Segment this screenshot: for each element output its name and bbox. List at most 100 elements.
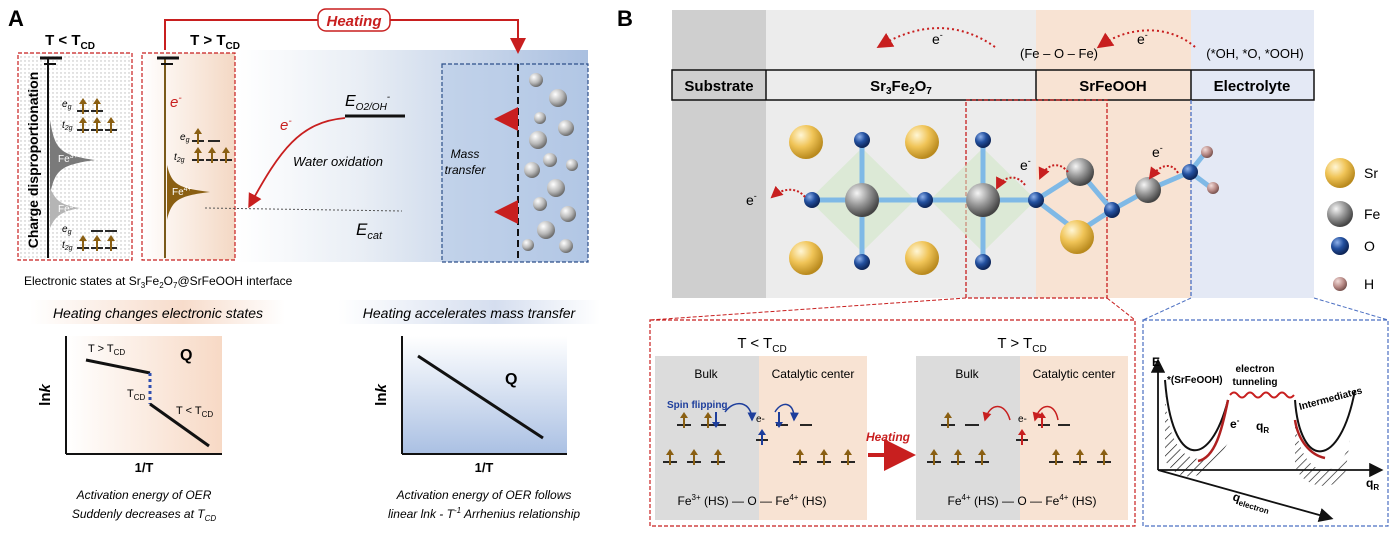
spin-up-head [714, 449, 722, 455]
tunneling-label-1: electron [1236, 364, 1275, 375]
fe3-dos [50, 120, 95, 195]
panel-b-letter: B [617, 6, 633, 31]
spin-up-head [704, 412, 712, 418]
svg-text:e-: e- [932, 30, 943, 47]
svg-text:T < TCD: T < TCD [176, 405, 213, 419]
plot2-ylabel: ln [373, 393, 390, 406]
tunneling-label-2: tunneling [1233, 377, 1278, 388]
mass-particle [534, 112, 546, 124]
spin-up-head [93, 117, 101, 123]
spin-up-head [954, 449, 962, 455]
water-oxidation-label: Water oxidation [293, 154, 383, 169]
sr3fe2o7-label: Sr3Fe2O7 [870, 78, 932, 97]
sr-atom [789, 125, 823, 159]
spin-up-head [107, 235, 115, 241]
svg-text:T < TCD: T < TCD [45, 32, 95, 52]
plot1-bg [66, 336, 222, 454]
svg-text:e-: e- [746, 191, 757, 208]
svg-text:t2g: t2g [62, 120, 73, 132]
mass-particle [533, 197, 547, 211]
h-atom [1207, 182, 1219, 194]
svg-text:e-: e- [1020, 156, 1031, 173]
electron-transfer-arrow [248, 117, 346, 209]
o-atom [1028, 192, 1044, 208]
spin-up-head [690, 449, 698, 455]
mass-particle [547, 179, 565, 197]
catalytic-label-1: Catalytic center [772, 367, 855, 381]
fe3-fe4-label: Fe3+ (HS) — O — Fe4+ (HS) [677, 493, 826, 508]
tunneling-box [1142, 319, 1389, 527]
spin-up-head [944, 412, 952, 418]
spin-up-head [1100, 449, 1108, 455]
axis-e-label: E [1152, 355, 1160, 369]
spin-up-head [1052, 449, 1060, 455]
plot2-caption-2: linear lnk - T [388, 507, 456, 521]
svg-text:Suddenly decreases at TCD: Suddenly decreases at TCD [72, 507, 217, 523]
mass-particle [549, 89, 567, 107]
fe5-dos [50, 188, 80, 228]
spin-up-head [79, 98, 87, 104]
spin-up-head [208, 147, 216, 153]
bulk-label-1: Bulk [694, 367, 718, 381]
legend-label-sr: Sr [1364, 165, 1378, 181]
spin-up-head [79, 235, 87, 241]
spin-up-head [1018, 429, 1026, 435]
svg-text:T < TCD: T < TCD [737, 335, 786, 355]
spin-up-head [844, 449, 852, 455]
o-atom [854, 132, 870, 148]
svg-text:Ecat: Ecat [356, 220, 383, 242]
mass-particle [522, 239, 534, 251]
orbitals-fe3: eg t2g eg t2g [62, 99, 73, 252]
mass-particle [566, 159, 578, 171]
o-atom [975, 254, 991, 270]
spin-up-head [93, 235, 101, 241]
spin-up-head [1076, 449, 1084, 455]
spin-flip-arrow-2 [774, 403, 799, 422]
fe4-fe4-label: Fe4+ (HS) — O — Fe4+ (HS) [947, 493, 1096, 508]
spin-up-head [79, 117, 87, 123]
charge-disproportionation-label: Charge disproportionation [25, 72, 41, 249]
orbital-levels-left [77, 98, 117, 251]
spin-flip-arrow-1 [724, 402, 757, 422]
spin-up-head [194, 128, 202, 134]
svg-text:TCD: TCD [127, 388, 146, 402]
svg-text:qR: qR [1256, 419, 1269, 435]
substrate-region [672, 10, 766, 298]
bulk-label-2: Bulk [955, 367, 979, 381]
fe-atom [1066, 158, 1094, 186]
electron-label-transfer: e- [1018, 414, 1027, 425]
o-atom [804, 192, 820, 208]
plot2-caption-1: Activation energy of OER follows [396, 488, 572, 502]
h-atom [1201, 146, 1213, 158]
mass-particle [537, 221, 555, 239]
fe4-box [141, 52, 236, 261]
spin-diagram: e-e- [663, 402, 1111, 465]
mass-particle [524, 162, 540, 178]
o-atom [854, 254, 870, 270]
transfer-arrow-1 [982, 405, 1011, 422]
electrolyte-label: Electrolyte [1214, 78, 1291, 95]
o-atom [1182, 164, 1198, 180]
t-above-b: T > T [997, 335, 1032, 352]
o-atom [917, 192, 933, 208]
spin-up-head [930, 449, 938, 455]
legend-swatch-sr [1325, 158, 1355, 188]
sr-atom [789, 241, 823, 275]
plot2-line [417, 354, 544, 440]
spin-up-head [666, 449, 674, 455]
plot1-line-above [85, 358, 151, 375]
mass-particle [543, 153, 557, 167]
plot1-caption-2: Suddenly decreases at T [72, 507, 206, 521]
orbital-levels-fe4 [192, 128, 232, 163]
crystal-structure [789, 125, 1219, 275]
mass-particle [559, 239, 573, 253]
svg-text:eg: eg [62, 99, 72, 111]
svg-text:Fe3+: Fe3+ [58, 153, 78, 165]
heating-label-a: Heating [326, 13, 381, 30]
svg-text:T > TCD: T > TCD [190, 32, 240, 52]
q-electron-label: q [1231, 489, 1242, 505]
spin-up-head [758, 429, 766, 435]
sr-atom [905, 241, 939, 275]
sr-atom [905, 125, 939, 159]
spin-up-head [222, 147, 230, 153]
